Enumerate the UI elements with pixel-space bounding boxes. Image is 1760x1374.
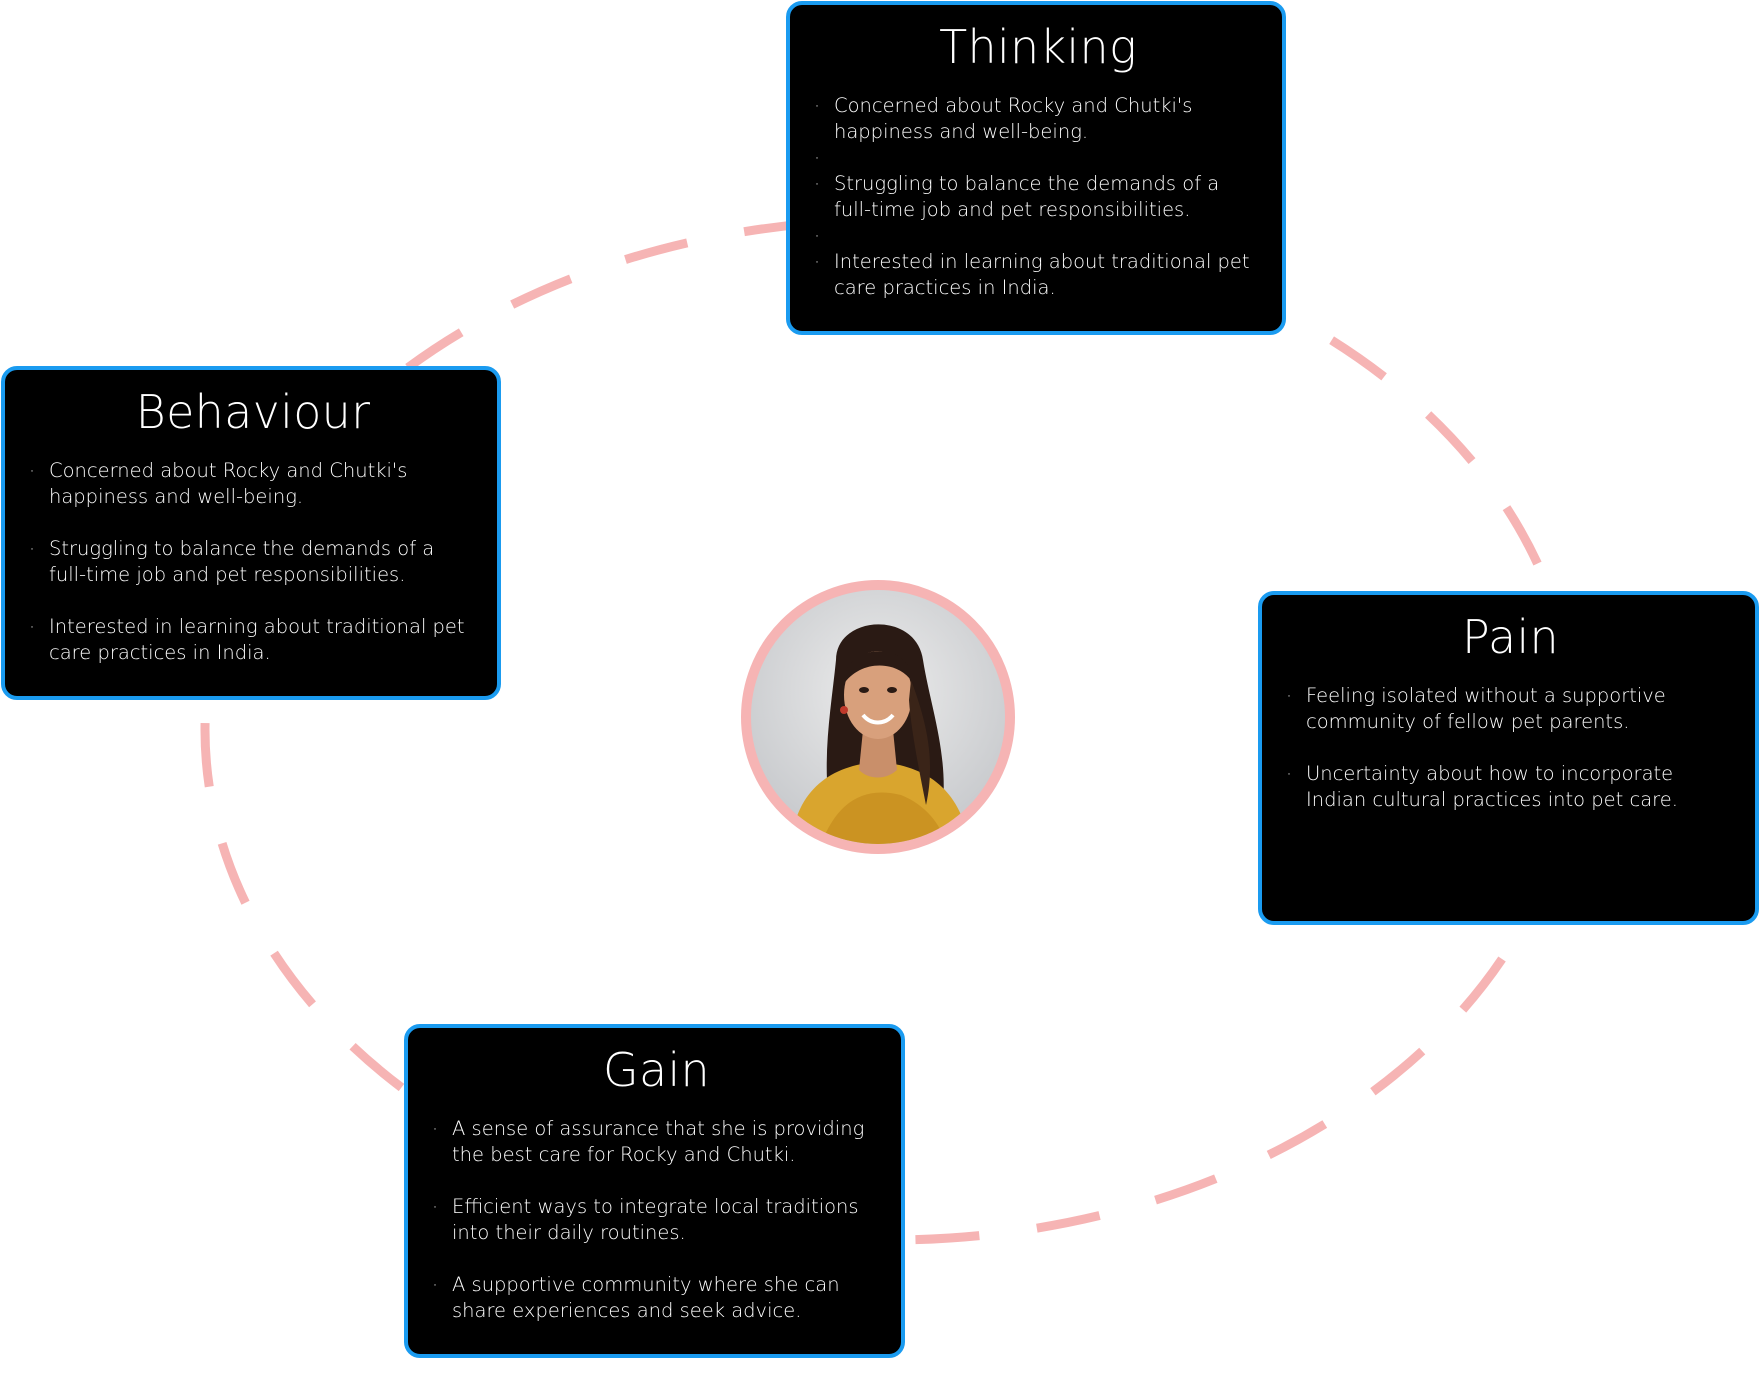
behaviour-card: Behaviour Concerned about Rocky and Chut…	[1, 366, 501, 700]
gain-card: Gain A sense of assurance that she is pr…	[404, 1024, 905, 1358]
persona-avatar	[741, 580, 1015, 854]
list-item: Concerned about Rocky and Chutki's happi…	[29, 458, 477, 510]
gain-title: Gain	[603, 1043, 710, 1097]
list-item: A supportive community where she can sha…	[432, 1272, 881, 1324]
thinking-list: Concerned about Rocky and Chutki's happi…	[814, 93, 1262, 301]
pain-list: Feeling isolated without a supportive co…	[1286, 683, 1735, 813]
list-item: Efficient ways to integrate local tradit…	[432, 1194, 881, 1246]
list-item: Concerned about Rocky and Chutki's happi…	[814, 93, 1262, 145]
list-item: Struggling to balance the demands of a f…	[29, 536, 477, 588]
empty-bullet	[814, 223, 1262, 249]
list-item: Struggling to balance the demands of a f…	[814, 171, 1262, 223]
behaviour-title: Behaviour	[135, 385, 371, 439]
pain-title: Pain	[1462, 610, 1559, 664]
persona-photo-icon	[791, 624, 969, 844]
empty-bullet	[814, 145, 1262, 171]
list-item: Interested in learning about traditional…	[814, 249, 1262, 301]
thinking-card: Thinking Concerned about Rocky and Chutk…	[786, 1, 1286, 335]
pain-card: Pain Feeling isolated without a supporti…	[1258, 591, 1759, 925]
list-item: A sense of assurance that she is providi…	[432, 1116, 881, 1168]
gain-list: A sense of assurance that she is providi…	[432, 1116, 881, 1324]
thinking-title: Thinking	[939, 20, 1137, 74]
list-item: Uncertainty about how to incorporate Ind…	[1286, 761, 1735, 813]
list-item: Interested in learning about traditional…	[29, 614, 477, 666]
behaviour-list: Concerned about Rocky and Chutki's happi…	[29, 458, 477, 666]
list-item: Feeling isolated without a supportive co…	[1286, 683, 1735, 735]
